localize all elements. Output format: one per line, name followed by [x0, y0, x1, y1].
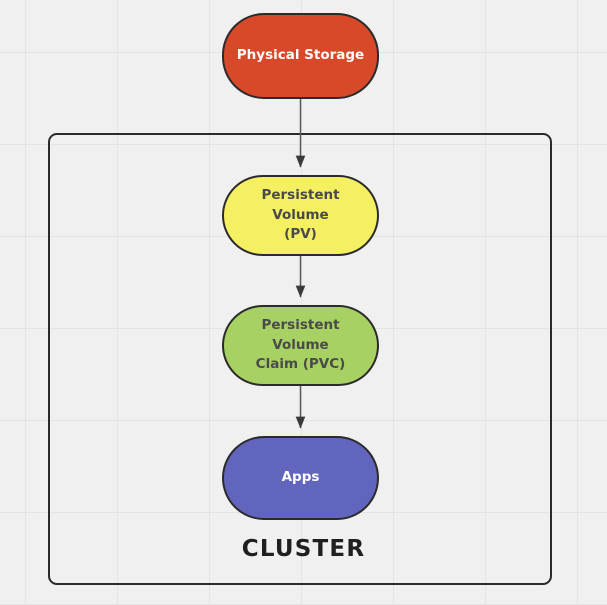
node-persistent-volume[interactable]: Persistent Volume (PV) — [222, 175, 379, 256]
node-physical-storage[interactable]: Physical Storage — [222, 13, 379, 99]
node-persistent-volume-claim-label: Persistent Volume Claim (PVC) — [255, 317, 346, 373]
node-physical-storage-label: Physical Storage — [236, 47, 365, 64]
cluster-label: CLUSTER — [241, 536, 366, 562]
node-apps-label: Apps — [281, 469, 320, 486]
node-persistent-volume-claim[interactable]: Persistent Volume Claim (PVC) — [222, 305, 379, 386]
node-apps[interactable]: Apps — [222, 436, 379, 520]
node-persistent-volume-label: Persistent Volume (PV) — [261, 187, 340, 243]
